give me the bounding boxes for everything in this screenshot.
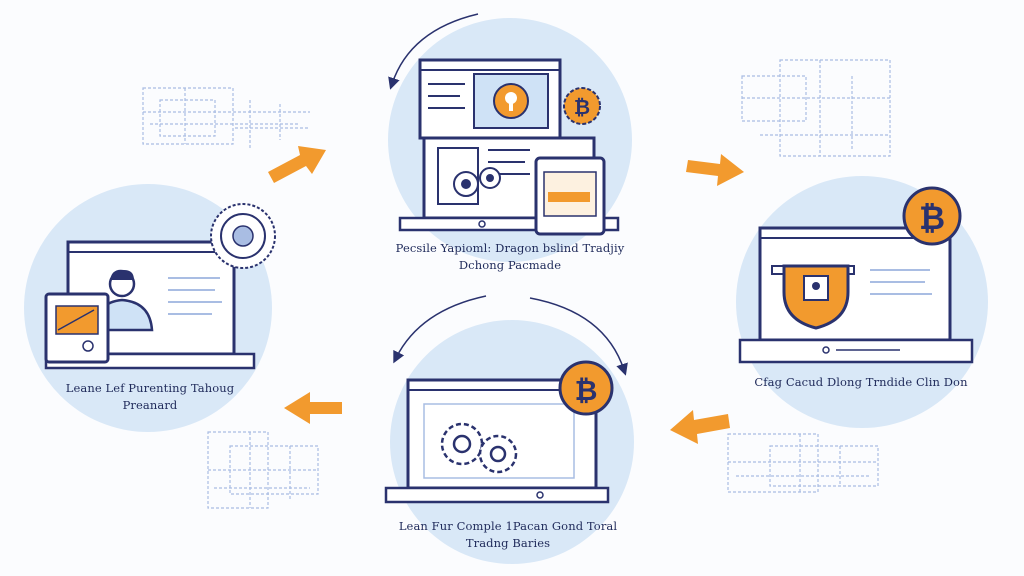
top-browser-window <box>418 58 562 140</box>
lightbulb-icon <box>493 83 529 119</box>
svg-text:₿: ₿ <box>575 374 598 407</box>
step-caption-left-line1: Leane Lef Purenting Tahoug <box>65 381 235 395</box>
seal-icon <box>210 203 276 269</box>
curved-arrow-bottom-right <box>529 297 628 376</box>
step-caption-right: Cfag Cacud Dlong Trndide Clin Don <box>716 374 1006 391</box>
arrow-icon-bottom-right <box>670 410 730 444</box>
gear-icon-bottom <box>440 422 518 474</box>
top-tablet <box>534 156 606 236</box>
sketch-grid-bottom-left <box>207 431 319 509</box>
sketch-grid-bottom-right <box>727 433 879 493</box>
step-caption-left-line2: Preanard <box>122 398 178 412</box>
curved-arrow-top <box>388 13 479 90</box>
bitcoin-coin-icon-right: ₿ <box>902 186 962 246</box>
step-caption-bottom: Lean Fur Comple 1Pacan Gond Toral Tradng… <box>358 518 658 552</box>
person-icon <box>94 269 154 332</box>
step-caption-bottom-line1: Lean Fur Comple 1Pacan Gond Toral <box>398 519 618 533</box>
svg-text:₿: ₿ <box>919 199 945 237</box>
left-tablet <box>44 292 110 364</box>
step-caption-left: Leane Lef Purenting Tahoug Preanard <box>20 380 280 414</box>
sketch-grid-top-right <box>741 59 891 157</box>
step-caption-right-line1: Cfag Cacud Dlong Trndide Clin Don <box>754 375 968 389</box>
arrow-icon-bottom-left <box>284 392 342 424</box>
curved-arrow-bottom-left <box>393 295 487 364</box>
arrow-icon-top-right <box>686 154 744 186</box>
bitcoin-coin-icon-top: ₿ <box>563 87 601 125</box>
arrow-icon-top-left <box>268 146 326 183</box>
step-caption-top: Pecsile Yapioml: Dragon bslind Tradjiy D… <box>360 240 660 274</box>
shield-icon <box>782 264 850 330</box>
right-laptop <box>738 226 974 364</box>
sketch-grid-top-left <box>142 87 310 150</box>
svg-text:₿: ₿ <box>574 95 590 119</box>
step-caption-top-line2: Dchong Pacmade <box>458 258 562 272</box>
step-caption-bottom-line2: Tradng Baries <box>465 536 551 550</box>
gear-icon-top <box>453 167 501 197</box>
step-caption-top-line1: Pecsile Yapioml: Dragon bslind Tradjiy <box>395 241 625 255</box>
bitcoin-coin-icon-bottom: ₿ <box>558 360 614 416</box>
